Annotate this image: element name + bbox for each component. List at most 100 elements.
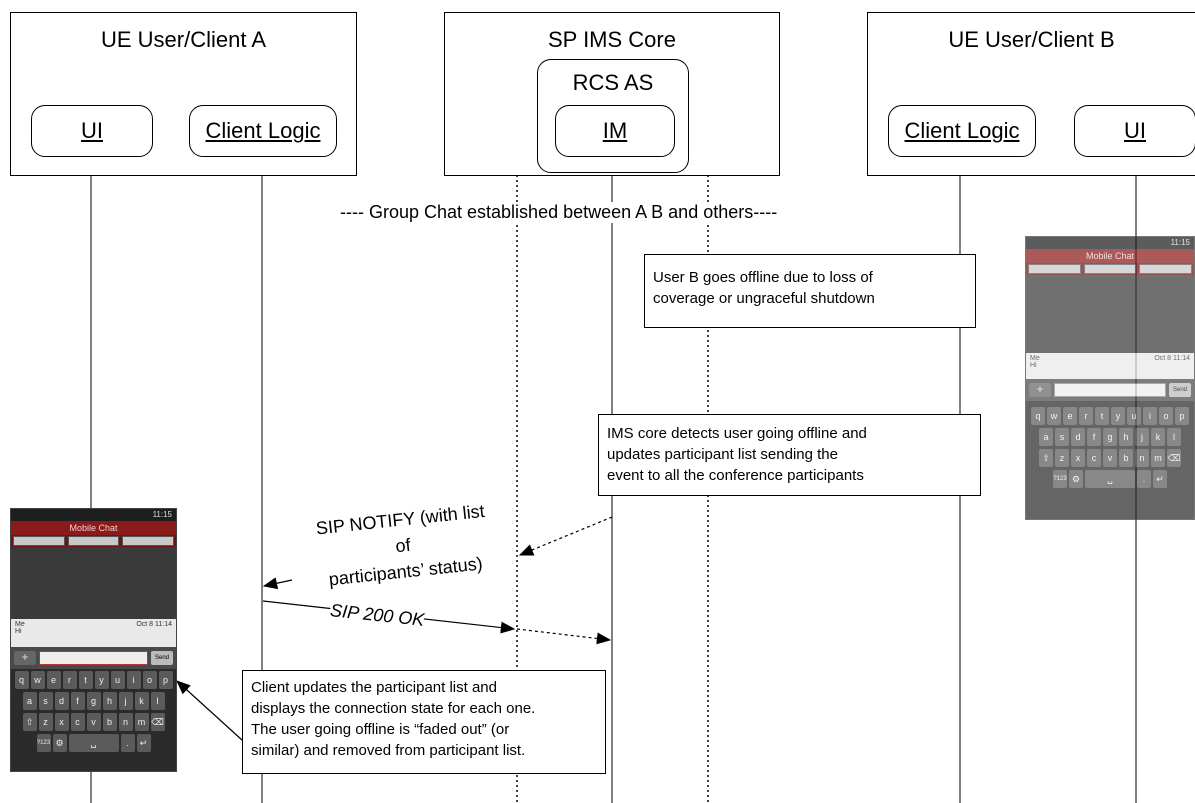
phone-a-chat-area [11, 547, 176, 619]
phone-a-kb-row3: ⇧ z x c v b n m ⌫ [13, 713, 174, 731]
key-o: o [142, 671, 157, 689]
b-shift-key-icon: ⇧ [1039, 449, 1053, 467]
key-k: k [134, 692, 149, 710]
b-enter-key-icon: ↵ [1153, 470, 1167, 488]
b-key-f: f [1087, 428, 1101, 446]
key-l: l [150, 692, 165, 710]
note-detect-line2: updates participant list sending the [607, 446, 838, 463]
b-key-x: x [1071, 449, 1085, 467]
phone-a-participant-tabs [11, 535, 176, 547]
phone-b-kb-row1: q w e r t y u i o p [1028, 407, 1192, 425]
key-e: e [46, 671, 61, 689]
b-key-e: e [1063, 407, 1077, 425]
b-key-a: a [1039, 428, 1053, 446]
ue-client-a-title: UE User/Client A [100, 27, 267, 52]
ui-a-label: UI [81, 118, 103, 143]
ok-arrow-dotted [516, 628, 612, 645]
phone-a-kb-row2: a s d f g h j k l [13, 692, 174, 710]
phone-b-tab-1 [1028, 264, 1081, 274]
b-key-z: z [1055, 449, 1069, 467]
phone-b-app-title: Mobile Chat [1026, 249, 1194, 263]
key-a: a [22, 692, 37, 710]
ui-a-box: UI [31, 105, 153, 157]
phone-b-tab-2 [1083, 264, 1137, 274]
phone-b-msg-time: Oct 8 11:14 [1154, 355, 1190, 362]
phone-b-input-row: + Send [1026, 379, 1194, 401]
phone-a-status-bar: 11:15 [11, 509, 176, 521]
b-key-numbers: ?123 [1053, 470, 1067, 488]
im-box: IM [555, 105, 675, 157]
group-chat-label: ---- Group Chat established between A B … [340, 202, 778, 223]
ue-client-b-box: UE User/Client B Client Logic UI [867, 12, 1195, 176]
key-p: p [158, 671, 173, 689]
b-key-period: . [1137, 470, 1151, 488]
key-period: . [120, 734, 135, 752]
phone-b-plus-icon: + [1029, 383, 1051, 397]
note-client-line2: displays the connection state for each o… [251, 700, 536, 717]
note-client-line3: The user going offline is “faded out” (o… [251, 721, 510, 738]
b-backspace-key-icon: ⌫ [1167, 449, 1181, 467]
phone-b-keyboard: q w e r t y u i o p a s d f g h j k l ⇧ … [1026, 401, 1194, 493]
phone-a-msg-text: Hi [15, 628, 22, 635]
note-user-b-offline: User B goes offline due to loss of cover… [644, 254, 976, 328]
notify-arrow-dotted [518, 516, 613, 556]
key-u: u [110, 671, 125, 689]
phone-a-app-title: Mobile Chat [11, 521, 176, 535]
key-numbers: ?123 [36, 734, 51, 752]
key-h: h [102, 692, 117, 710]
b-key-s: s [1055, 428, 1069, 446]
b-key-h: h [1119, 428, 1133, 446]
b-key-v: v [1103, 449, 1117, 467]
key-j: j [118, 692, 133, 710]
client-logic-b-box: Client Logic [888, 105, 1036, 157]
key-s: s [38, 692, 53, 710]
enter-key-icon: ↵ [136, 734, 151, 752]
phone-b-chat-area [1026, 275, 1194, 353]
client-logic-a-box: Client Logic [189, 105, 337, 157]
b-key-g: g [1103, 428, 1117, 446]
key-t: t [78, 671, 93, 689]
b-key-k: k [1151, 428, 1165, 446]
rcs-as-label: RCS AS [572, 70, 654, 95]
b-key-y: y [1111, 407, 1125, 425]
key-q: q [14, 671, 29, 689]
b-key-o: o [1159, 407, 1173, 425]
note-offline-line1: User B goes offline due to loss of [653, 269, 873, 286]
phone-a-message-field [39, 651, 148, 665]
ui-b-box: UI [1074, 105, 1195, 157]
note-ims-detects: IMS core detects user going offline and … [598, 414, 981, 496]
note-detect-line1: IMS core detects user going offline and [607, 425, 867, 442]
ue-client-b-title: UE User/Client B [948, 27, 1115, 52]
note-detect-line3: event to all the conference participants [607, 467, 864, 484]
client-logic-a-label: Client Logic [205, 118, 321, 143]
settings-key-icon: ⚙ [52, 734, 67, 752]
b-space-key: ␣ [1085, 470, 1135, 488]
phone-a-plus-icon: + [14, 651, 36, 665]
key-w: w [30, 671, 45, 689]
phone-b-message-field [1054, 383, 1166, 397]
space-key: ␣ [68, 734, 119, 752]
note-client-line4: similar) and removed from participant li… [251, 742, 526, 759]
b-key-m: m [1151, 449, 1165, 467]
phone-b-status-bar: 11:15 [1026, 237, 1194, 249]
note-client-line1: Client updates the participant list and [251, 679, 497, 696]
key-r: r [62, 671, 77, 689]
b-key-r: r [1079, 407, 1093, 425]
phone-b-send-button: Send [1169, 383, 1191, 397]
client-logic-b-label: Client Logic [904, 118, 1020, 143]
phone-b-kb-row3: ⇧ z x c v b n m ⌫ [1028, 449, 1192, 467]
key-m: m [134, 713, 149, 731]
im-label: IM [602, 118, 628, 143]
key-c: c [70, 713, 85, 731]
notify-arrow-solid [262, 577, 293, 590]
key-b: b [102, 713, 117, 731]
ims-core-title: SP IMS Core [548, 27, 676, 52]
phone-a-tab-3 [122, 536, 175, 546]
note-client-updates: Client updates the participant list and … [242, 670, 606, 774]
phone-a-kb-row1: q w e r t y u i o p [13, 671, 174, 689]
phone-b-msg-sender: Me [1030, 355, 1040, 362]
